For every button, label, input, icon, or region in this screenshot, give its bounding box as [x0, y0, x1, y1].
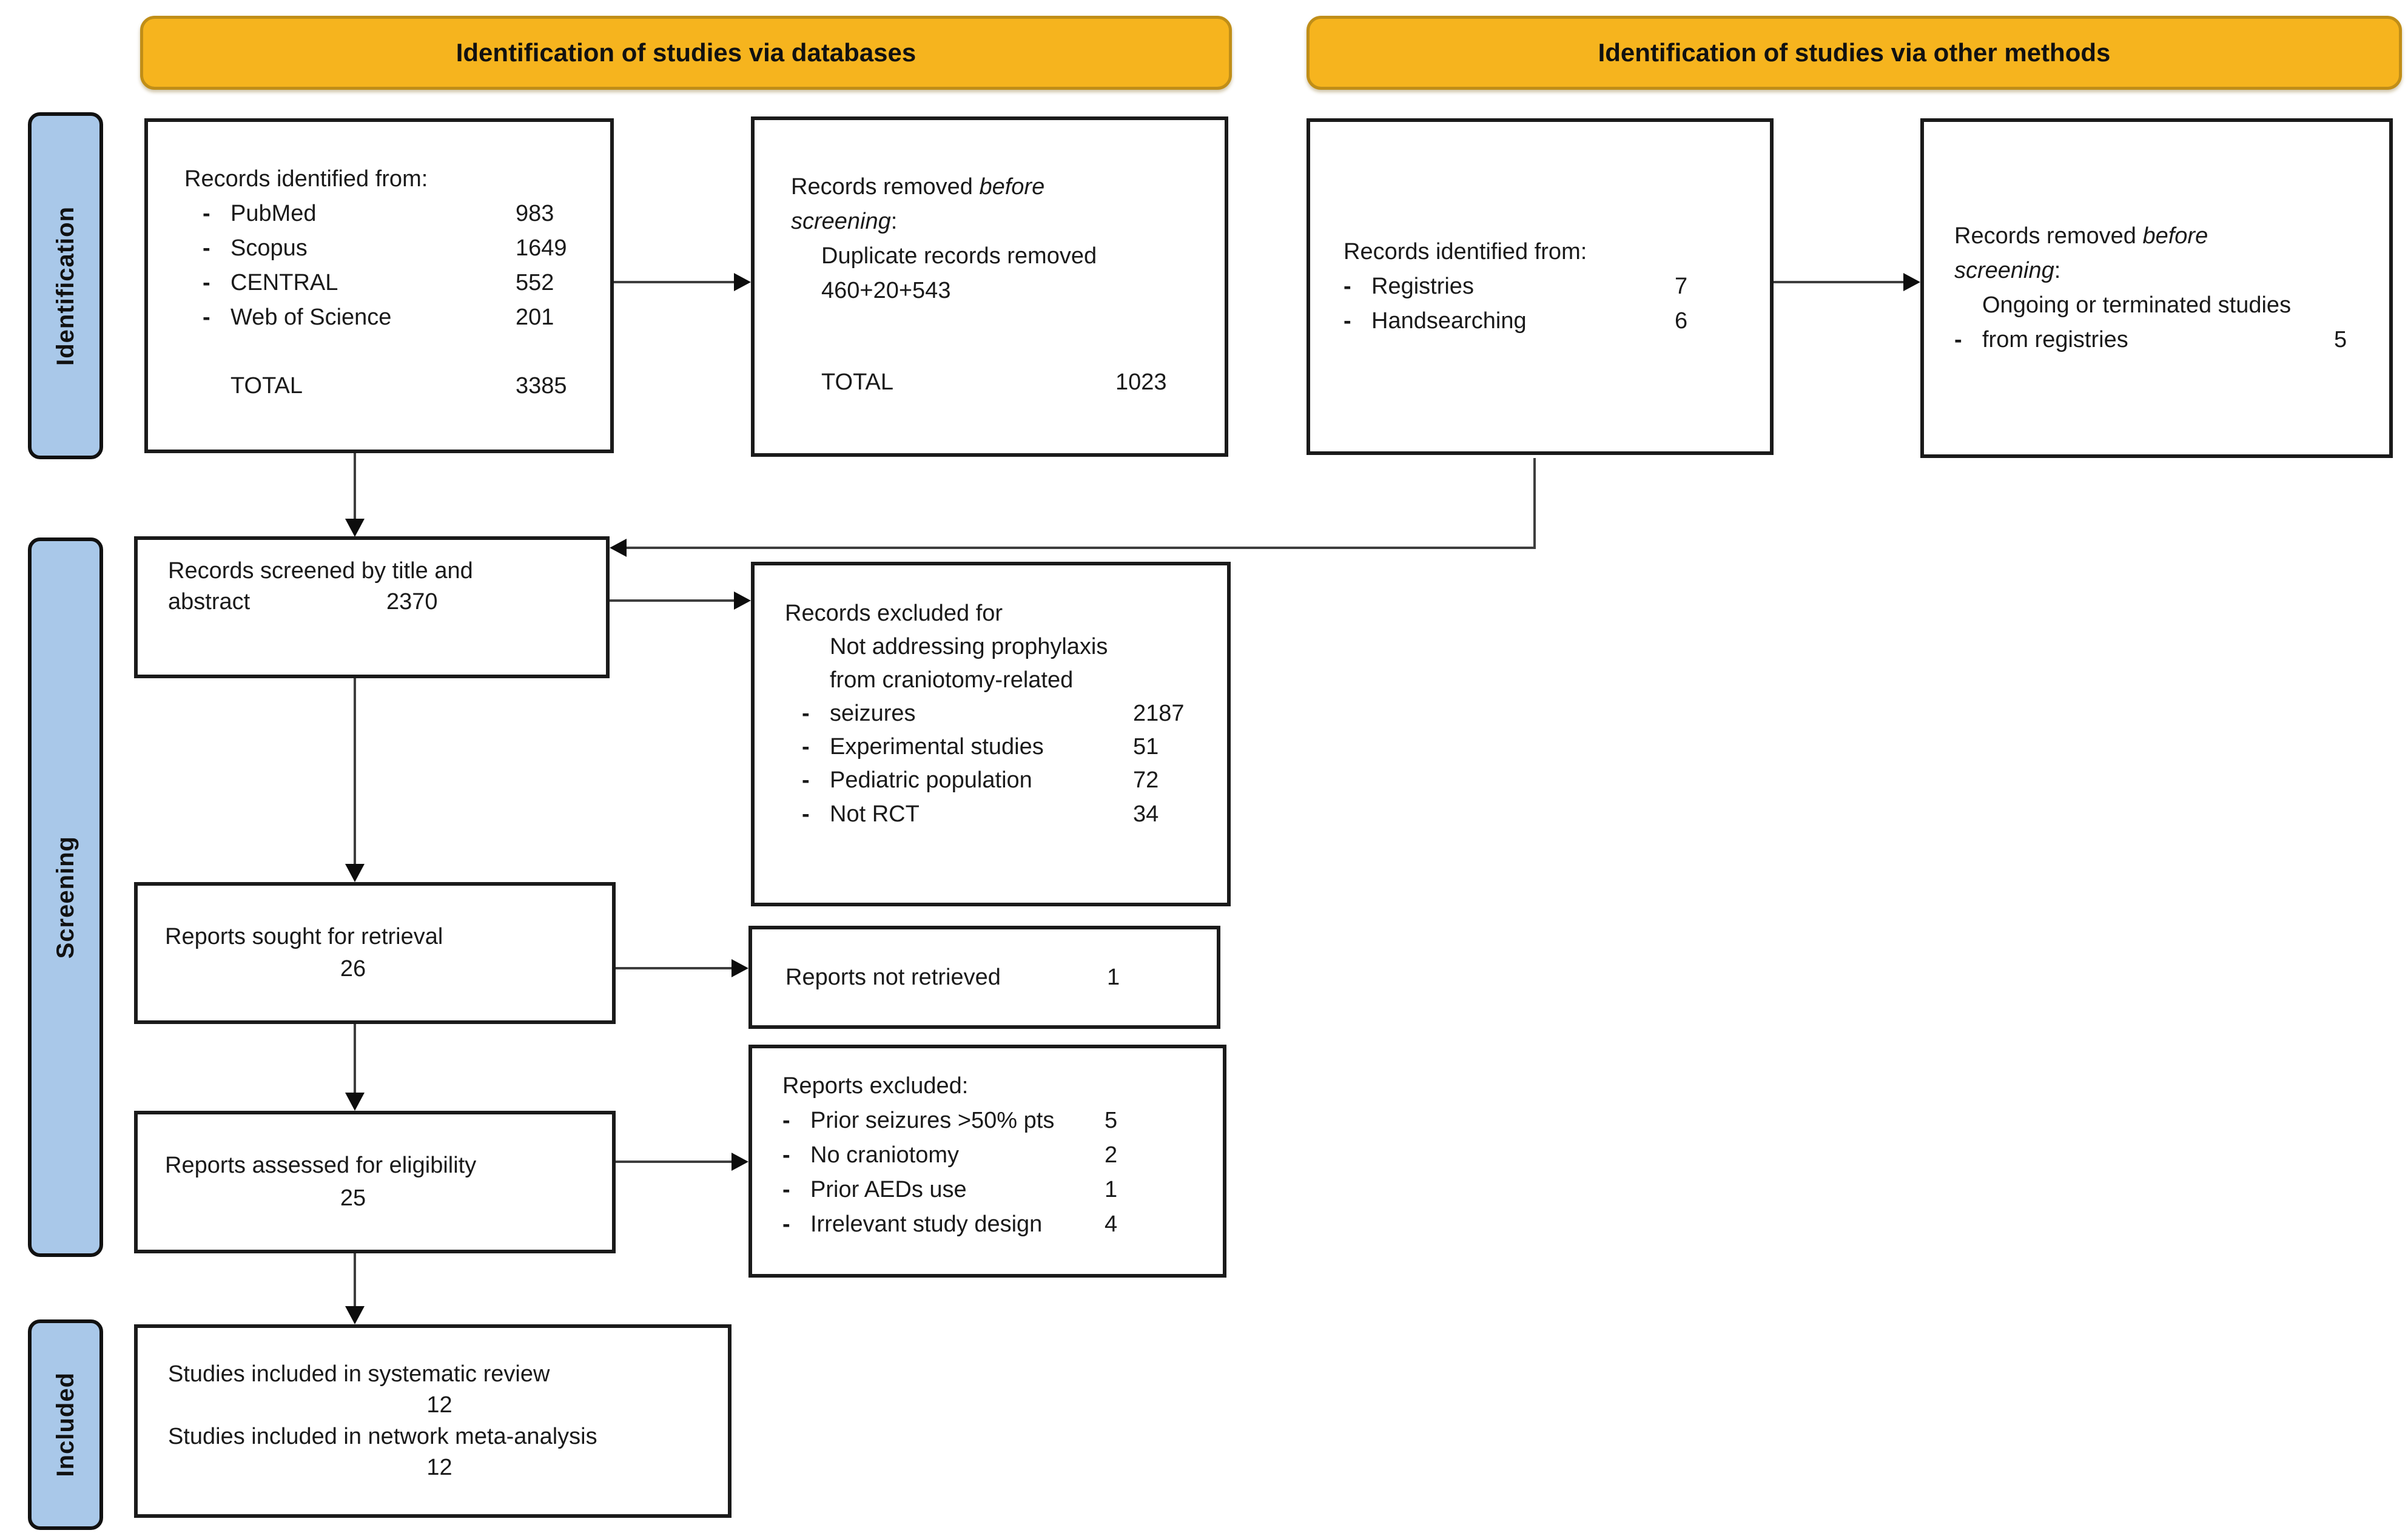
box-reports-not-retrieved: Reports not retrieved 1: [748, 926, 1220, 1029]
arrow-sought-to-assessed: [354, 1024, 356, 1093]
arrow-screened-to-sought: [354, 678, 356, 864]
arrowhead-right-icon: [734, 591, 751, 610]
dash-bullet: -: [802, 801, 810, 827]
box-records-removed-before-screening-databases: Records removed before screening: Duplic…: [751, 116, 1228, 457]
banner-text: Identification of studies via databases: [456, 38, 916, 67]
exclusion-list: - Not addressing prophylaxis from cranio…: [802, 630, 1217, 831]
sidebar-label: Identification: [52, 206, 79, 366]
sidebar-phase-included: Included: [28, 1319, 103, 1530]
connector-identified-other-down: [1533, 458, 1536, 549]
dash-bullet: -: [782, 1142, 790, 1168]
banner-text: Identification of studies via other meth…: [1598, 38, 2111, 67]
list-item: - Prior AEDs use 1: [782, 1173, 1213, 1207]
box-title: Reports excluded:: [782, 1073, 969, 1099]
sidebar-label: Screening: [52, 835, 79, 959]
box-reports-sought: Reports sought for retrieval 26: [134, 882, 616, 1024]
list-item: - Not RCT 34: [802, 798, 1217, 831]
dash-bullet: -: [203, 305, 210, 330]
dash-bullet: -: [802, 734, 810, 760]
included-value1: 12: [426, 1392, 452, 1418]
box-title: Records excluded for: [785, 601, 1003, 626]
included-line1: Studies included in systematic review: [168, 1361, 550, 1387]
dash-bullet: -: [1344, 308, 1351, 334]
box-studies-included: Studies included in systematic review 12…: [134, 1324, 731, 1518]
assessed-label: Reports assessed for eligibility: [165, 1153, 477, 1179]
sought-label: Reports sought for retrieval: [165, 923, 443, 949]
arrowhead-down-icon: [345, 1306, 365, 1324]
arrow-sought-to-not-retrieved: [616, 967, 731, 969]
total-row: TOTAL 1023: [821, 369, 1167, 395]
list-item: - Not addressing prophylaxis from cranio…: [802, 630, 1217, 730]
banner-identification-via-databases: Identification of studies via databases: [140, 16, 1232, 90]
arrowhead-down-icon: [345, 864, 365, 882]
dash-bullet: -: [203, 201, 210, 226]
box-records-excluded: Records excluded for - Not addressing pr…: [751, 562, 1231, 906]
included-value2: 12: [426, 1454, 452, 1480]
sought-value: 26: [340, 956, 366, 982]
duplicates-sum: 460+20+543: [821, 278, 951, 303]
dash-bullet: -: [1954, 327, 1962, 352]
list-item: - Prior seizures >50% pts 5: [782, 1103, 1213, 1138]
source-list: - PubMed 983 - Scopus 1649 - CENTRAL 552…: [203, 197, 598, 335]
dash-bullet: -: [203, 235, 210, 261]
arrow-identified-db-to-removed-db: [614, 281, 735, 283]
arrowhead-down-icon: [345, 1093, 365, 1111]
total-row: TOTAL 3385: [230, 373, 567, 399]
dash-bullet: -: [782, 1108, 790, 1133]
arrowhead-down-icon: [345, 519, 365, 537]
list-item: - Registries 7: [1344, 269, 1759, 304]
sidebar-phase-screening: Screening: [28, 537, 103, 1257]
box-title: Records removed before screening:: [791, 174, 1045, 234]
box-records-removed-before-screening-other: Records removed before screening: - Ongo…: [1920, 118, 2393, 458]
list-item: - Handsearching 6: [1344, 304, 1759, 339]
dash-bullet: -: [782, 1177, 790, 1202]
arrowhead-left-icon: [610, 539, 627, 557]
list-item: - Irrelevant study design 4: [782, 1207, 1213, 1242]
screened-line2: abstract 2370: [168, 589, 438, 615]
dash-bullet: -: [1344, 274, 1351, 299]
arrow-assessed-to-included: [354, 1253, 356, 1306]
banner-identification-via-other-methods: Identification of studies via other meth…: [1307, 16, 2402, 90]
arrow-identified-other-to-removed-other: [1774, 281, 1903, 283]
arrowhead-right-icon: [731, 959, 748, 977]
list-item: - No craniotomy 2: [782, 1138, 1213, 1173]
dash-bullet: -: [802, 767, 810, 793]
box-reports-assessed: Reports assessed for eligibility 25: [134, 1111, 616, 1253]
list-item: - PubMed 983: [203, 197, 598, 231]
dash-bullet: -: [802, 701, 810, 727]
dash-bullet: -: [203, 270, 210, 295]
list-item: - Scopus 1649: [203, 231, 598, 266]
arrowhead-right-icon: [731, 1153, 748, 1171]
dash-bullet: -: [782, 1211, 790, 1237]
list-item: - Experimental studies 51: [802, 730, 1217, 764]
arrow-identified-db-to-screened: [354, 453, 356, 519]
duplicates-line: Duplicate records removed: [821, 243, 1097, 269]
screened-line1: Records screened by title and: [168, 558, 473, 584]
list-item: - Web of Science 201: [203, 300, 598, 335]
assessed-value: 25: [340, 1185, 366, 1211]
arrowhead-right-icon: [734, 273, 751, 291]
arrow-assessed-to-reports-excluded: [616, 1161, 731, 1163]
list-item: - CENTRAL 552: [203, 266, 598, 300]
box-records-screened: Records screened by title and abstract 2…: [134, 536, 610, 678]
arrow-screened-to-records-excluded: [610, 599, 734, 602]
included-line2: Studies included in network meta-analysi…: [168, 1423, 597, 1449]
box-title: Records removed before screening:: [1954, 223, 2208, 283]
list-item: - Pediatric population 72: [802, 764, 1217, 797]
box-title: Records identified from:: [184, 166, 428, 192]
box-title: Records identified from:: [1344, 239, 1587, 264]
connector-identified-other-to-screened: [627, 547, 1536, 549]
sidebar-label: Included: [52, 1372, 79, 1477]
sidebar-phase-identification: Identification: [28, 112, 103, 459]
box-reports-excluded: Reports excluded: - Prior seizures >50% …: [748, 1045, 1226, 1278]
list-item: - Ongoing or terminated studies from reg…: [1954, 288, 2379, 357]
box-records-identified-other-methods: Records identified from: - Registries 7 …: [1307, 118, 1774, 455]
box-records-identified-databases: Records identified from: - PubMed 983 - …: [144, 118, 614, 453]
arrowhead-right-icon: [1903, 273, 1920, 291]
